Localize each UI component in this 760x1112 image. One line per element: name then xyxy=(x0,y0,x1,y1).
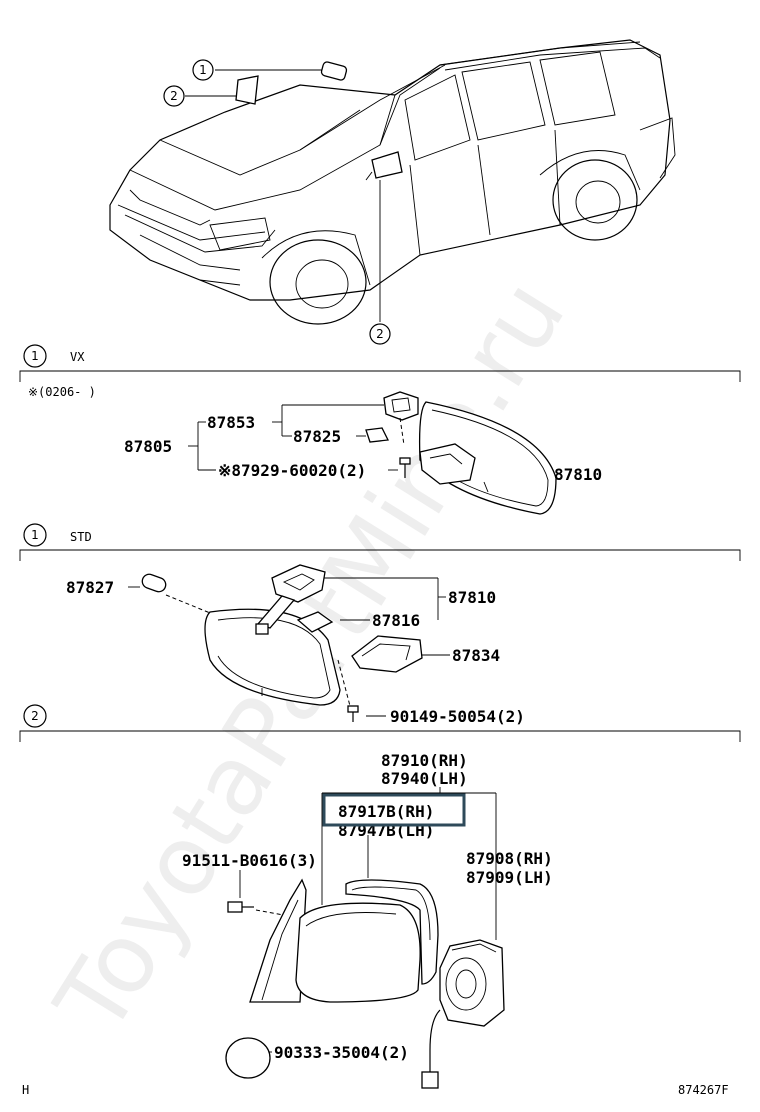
svg-text:1: 1 xyxy=(199,63,207,77)
section-outer-mirror: 2 xyxy=(19,704,741,1089)
cap-90333[interactable] xyxy=(225,1037,271,1079)
part-87834[interactable]: 87834 xyxy=(452,646,500,665)
section-std-title: STD xyxy=(70,530,92,544)
part-87910[interactable]: 87910(RH) xyxy=(381,751,468,770)
highlight-box xyxy=(322,793,466,827)
part-87940[interactable]: 87940(LH) xyxy=(381,769,468,788)
screw-91511[interactable] xyxy=(227,901,254,913)
pad-87853[interactable] xyxy=(383,391,419,421)
screw-90149[interactable] xyxy=(347,705,359,722)
part-87810-vx[interactable]: 87810 xyxy=(554,465,602,484)
illustration-id: 874267F xyxy=(678,1083,729,1097)
part-87825[interactable]: 87825 xyxy=(293,427,341,446)
clip-87825[interactable] xyxy=(365,427,389,443)
outer-mirror-87910[interactable] xyxy=(249,878,421,1003)
inner-mirror-87810-std[interactable] xyxy=(204,564,341,706)
callout-2-marker-door[interactable]: 2 xyxy=(369,323,391,345)
section-vx: 1 VX ※(0206- ) 87805 xyxy=(19,344,741,515)
part-87827[interactable]: 87827 xyxy=(66,578,114,597)
svg-text:2: 2 xyxy=(170,89,178,103)
section-vx-index: 1 xyxy=(31,349,39,363)
clip-87816[interactable] xyxy=(296,611,334,633)
harness-wire xyxy=(429,1009,441,1072)
part-87810-std[interactable]: 87810 xyxy=(448,588,496,607)
screw-87929[interactable] xyxy=(399,457,411,478)
part-87908[interactable]: 87908(RH) xyxy=(466,849,553,868)
part-87909[interactable]: 87909(LH) xyxy=(466,868,553,887)
footer-mark: H xyxy=(22,1083,29,1097)
callout-1-marker[interactable]: 1 xyxy=(192,59,214,81)
lamp-87827[interactable] xyxy=(140,572,167,593)
callout-2-marker[interactable]: 2 xyxy=(163,85,185,107)
actuator-87908[interactable] xyxy=(439,939,505,1027)
section-vx-note: ※(0206- ) xyxy=(28,385,96,399)
part-87853[interactable]: 87853 xyxy=(207,413,255,432)
section-outer-index: 2 xyxy=(31,709,39,723)
section-vx-title: VX xyxy=(70,350,85,364)
connector[interactable] xyxy=(421,1071,439,1089)
svg-text:2: 2 xyxy=(376,327,384,341)
section-std: 1 STD 87827 xyxy=(19,523,741,726)
part-90149-50054[interactable]: 90149-50054(2) xyxy=(390,707,525,726)
part-91511-b0616[interactable]: 91511-B0616(3) xyxy=(182,851,317,870)
inner-mirror-87810-vx[interactable] xyxy=(418,401,557,515)
cover-87834[interactable] xyxy=(351,635,423,673)
part-87917b[interactable]: 87917B(RH) xyxy=(338,802,434,821)
mirror-glass-87917b[interactable] xyxy=(345,879,439,985)
part-90333-35004[interactable]: 90333-35004(2) xyxy=(274,1043,409,1062)
section-std-index: 1 xyxy=(31,528,39,542)
part-87816[interactable]: 87816 xyxy=(372,611,420,630)
part-87929-60020[interactable]: ※87929-60020(2) xyxy=(218,461,366,480)
vehicle-illustration xyxy=(109,39,676,325)
part-87805[interactable]: 87805 xyxy=(124,437,172,456)
